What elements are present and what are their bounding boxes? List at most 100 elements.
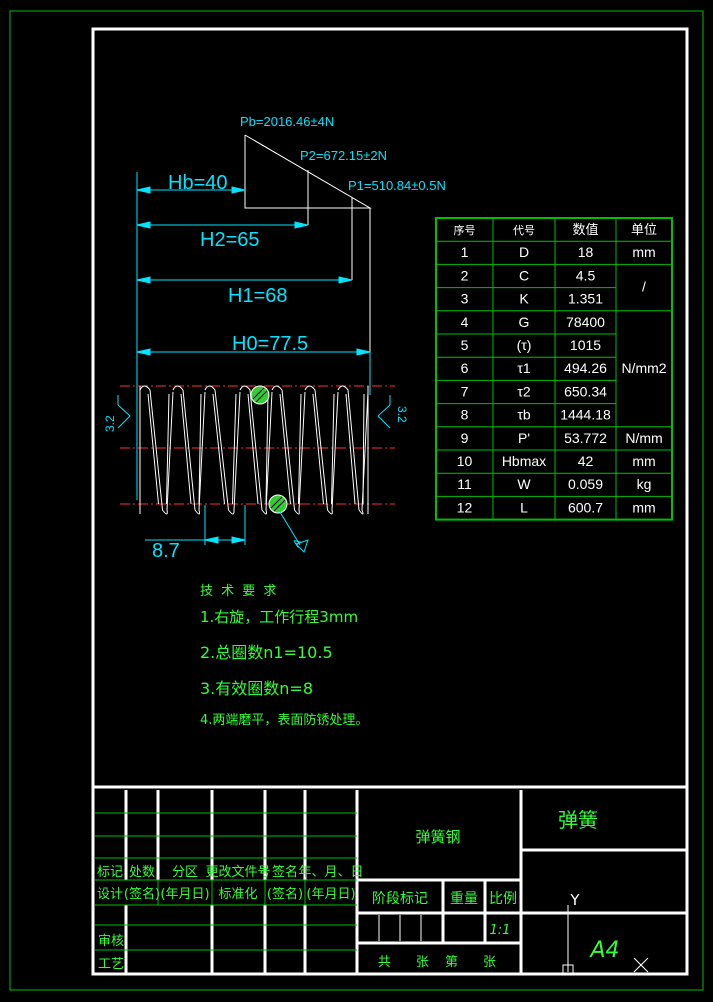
spring-coil-inner xyxy=(180,393,202,505)
spring-coil xyxy=(139,385,174,515)
drawing-frame xyxy=(91,27,689,976)
spring-coil xyxy=(172,385,206,515)
table-cell-value: 600.7 xyxy=(568,499,603,515)
sheet-count: 共 张 第 张 xyxy=(378,955,502,970)
table-cell-unit: mm xyxy=(632,499,655,515)
revision-cell: 更改文件号 xyxy=(205,865,270,880)
table-cell-code: (τ) xyxy=(517,337,532,353)
table-cell-value: 494.26 xyxy=(564,360,607,376)
revision-cell: 签名 xyxy=(272,864,298,880)
design-cell: (签名) xyxy=(267,886,303,902)
datum-leader xyxy=(279,511,309,553)
requirement-3: 3.有效圈数n=8 xyxy=(200,679,313,698)
table-cell-no: 3 xyxy=(461,291,469,307)
table-cell-value: 53.772 xyxy=(564,430,607,446)
table-cell-unit: kg xyxy=(637,476,652,492)
title-block xyxy=(93,785,687,975)
design-cell: 设计 xyxy=(97,887,123,902)
spring-coil xyxy=(271,385,306,515)
table-cell-code: P' xyxy=(518,430,530,446)
table-cell-code: τ1 xyxy=(517,360,531,376)
load-p2-label: P2=672.15±2N xyxy=(300,148,387,163)
wire-section-bottom xyxy=(268,494,288,514)
table-cell-unit: N/mm2 xyxy=(621,360,666,376)
table-border xyxy=(435,217,673,521)
sheet-size: A4 xyxy=(588,938,619,963)
load-p1-label: P1=510.84±0.5N xyxy=(348,178,446,193)
table-cell-no: 2 xyxy=(461,267,469,283)
datum-label: A xyxy=(291,536,305,549)
requirement-1: 1.右旋，工作行程3mm xyxy=(200,608,358,626)
table-cell-value: 650.34 xyxy=(564,383,607,399)
table-cell-no: 9 xyxy=(461,430,469,446)
table-cell-value: 1015 xyxy=(570,337,601,353)
table-cell-code: C xyxy=(519,267,529,283)
table-cell-no: 7 xyxy=(461,383,469,399)
design-row: 设计(签名)(年月日)标准化(签名)(年月日) xyxy=(97,886,356,902)
roughness-left: 3.2 xyxy=(103,415,117,432)
table-cell-no: 8 xyxy=(461,407,469,423)
revision-cell: 标记 xyxy=(97,865,123,880)
spring-coil xyxy=(239,385,273,515)
table-cell-no: 6 xyxy=(461,360,469,376)
axis-x-label: X xyxy=(641,974,642,976)
table-cell-unit: / xyxy=(642,279,646,295)
table-header-cell: 数值 xyxy=(572,222,598,238)
table-header-cell: 单位 xyxy=(631,223,657,238)
table-cell-value: 1.351 xyxy=(568,291,603,307)
part-name: 弹簧 xyxy=(558,808,598,832)
table-header-cell: 序号 xyxy=(454,223,476,237)
table-cell-unit: mm xyxy=(632,453,655,469)
table-cell-unit: N/mm xyxy=(625,430,662,446)
spring-coil xyxy=(204,385,241,515)
stage-mark-label: 阶段标记 xyxy=(372,891,428,907)
table-cell-code: Hbmax xyxy=(502,453,546,469)
table-cell-code: W xyxy=(517,476,531,492)
table-cell-value: 18 xyxy=(578,244,594,260)
requirement-2: 2.总圈数n1=10.5 xyxy=(200,643,333,662)
requirements-title: 技 术 要 求 xyxy=(200,584,278,599)
spring-coil-inner xyxy=(345,393,365,505)
table-cell-value: 4.5 xyxy=(576,267,596,283)
table-cell-no: 4 xyxy=(461,314,469,330)
table-header-cell: 代号 xyxy=(513,224,535,237)
table-cell-code: G xyxy=(519,314,530,330)
table-cell-value: 78400 xyxy=(566,314,605,330)
table-cell-code: D xyxy=(519,244,529,260)
scale-value: 1:1 xyxy=(490,923,511,938)
table-cell-code: K xyxy=(519,291,529,307)
design-cell: (签名) xyxy=(124,886,160,902)
dim-h1: H1=68 xyxy=(228,285,288,307)
table-cell-no: 1 xyxy=(461,244,469,260)
table-cell-no: 12 xyxy=(457,499,473,515)
spring-coil xyxy=(337,385,369,515)
pitch-dimension xyxy=(145,505,246,545)
revision-row: 标记处数分区更改文件号签名年、月、日 xyxy=(97,864,364,880)
table-cell-no: 5 xyxy=(461,337,469,353)
material-name: 弹簧钢 xyxy=(415,828,460,846)
table-cell-code: τ2 xyxy=(517,383,531,399)
table-cell-value: 0.059 xyxy=(568,476,603,492)
design-cell: 标准化 xyxy=(218,887,257,902)
dim-h0: H0=77.5 xyxy=(232,333,308,355)
spring-coil-inner xyxy=(312,393,335,505)
spring-coil-inner xyxy=(147,393,170,505)
roughness-symbols xyxy=(117,395,391,429)
table-cell-value: 42 xyxy=(578,453,594,469)
spring-coil-inner xyxy=(247,393,269,505)
design-cell: (年月日) xyxy=(306,887,355,902)
scale-label: 比例 xyxy=(489,891,517,907)
dim-pitch: 8.7 xyxy=(152,540,180,562)
axis-y-label: Y xyxy=(569,891,580,909)
table-cell-no: 11 xyxy=(457,476,472,492)
load-diagram xyxy=(244,134,372,352)
table-cell-value: 1444.18 xyxy=(560,407,611,423)
revision-cell: 分区 xyxy=(172,865,198,880)
design-cell: (年月日) xyxy=(160,887,209,902)
wire-section-top xyxy=(250,385,270,405)
spring-coil-inner xyxy=(212,393,237,505)
process-label: 工艺 xyxy=(98,957,124,972)
table-cell-unit: mm xyxy=(632,244,655,260)
outer-border xyxy=(9,10,704,991)
